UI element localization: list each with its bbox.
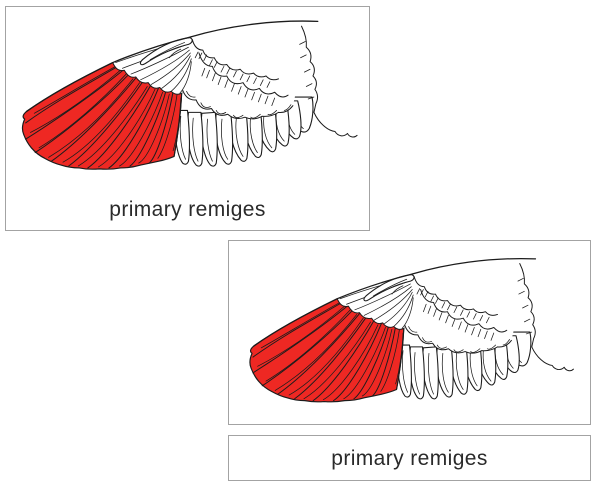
label-card-caption: primary remiges: [331, 446, 488, 470]
wing-illustration: [9, 7, 366, 188]
wing-illustration: [235, 245, 584, 421]
label-card: primary remiges: [228, 435, 591, 481]
control-card: primary remiges: [5, 6, 370, 231]
picture-card: [228, 240, 591, 425]
control-card-picture: [6, 7, 369, 188]
control-card-caption: primary remiges: [109, 197, 266, 221]
